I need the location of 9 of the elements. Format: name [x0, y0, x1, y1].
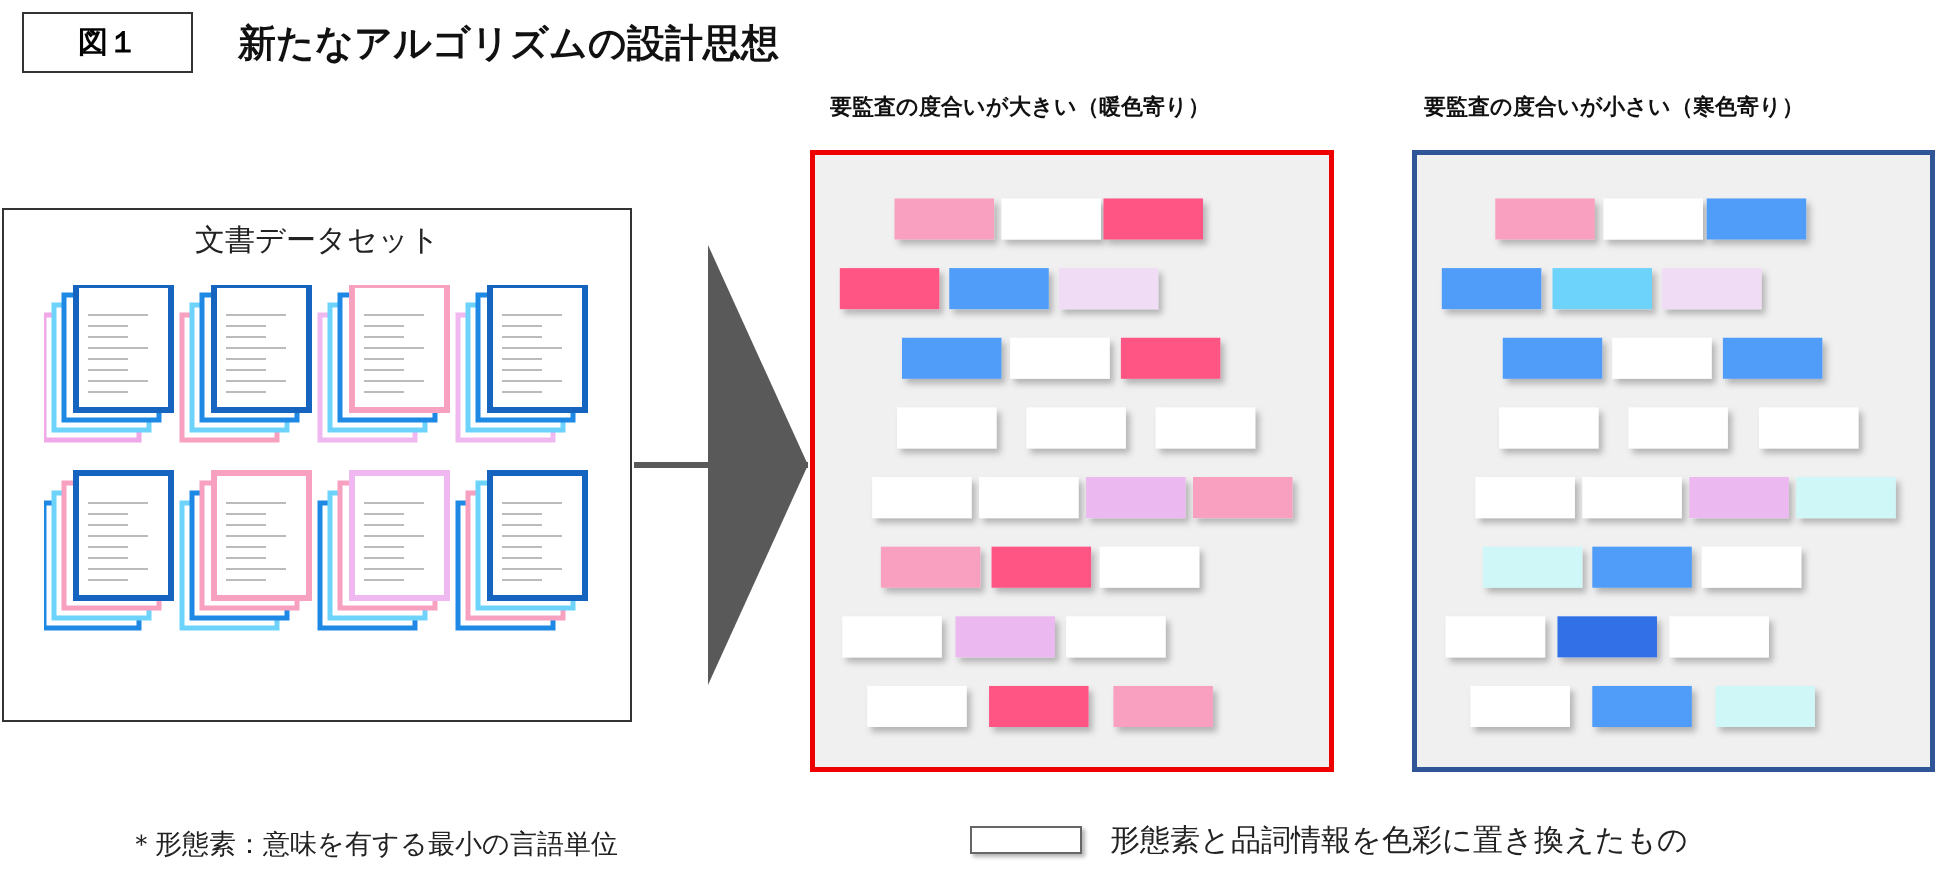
- arrow: [634, 245, 808, 685]
- title: 新たなアルゴリズムの設計思想: [238, 20, 779, 67]
- panel-heading: 要監査の度合いが大きい（暖色寄り）: [830, 93, 1210, 121]
- figure-number: 図１: [22, 12, 193, 73]
- panel-heading: 要監査の度合いが小さい（寒色寄り）: [1424, 93, 1804, 121]
- box-heading: 文書データセット: [193, 221, 441, 259]
- dataset-box: [2, 208, 632, 722]
- footnote: ＊形態素：意味を有する最小の言語単位: [128, 827, 618, 861]
- legend-text: 形態素と品詞情報を色彩に置き換えたもの: [1110, 821, 1688, 859]
